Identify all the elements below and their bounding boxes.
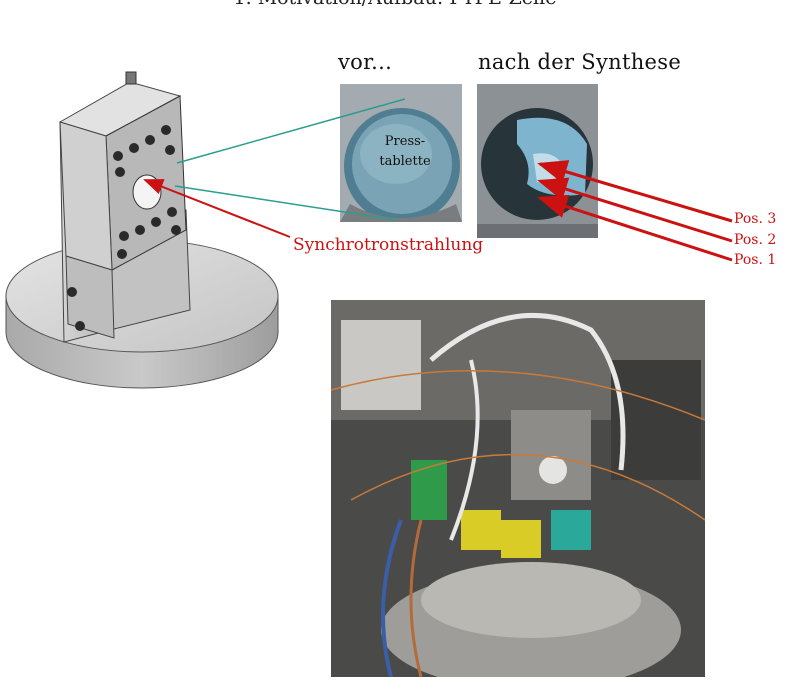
ptfe-cell-drawing	[5, 71, 279, 389]
position-label-1: Pos. 1	[734, 252, 777, 268]
position-label-3: Pos. 3	[734, 211, 777, 227]
page-title: 1. Motivation/Aufbau: PTFE-Zelle	[0, 0, 790, 9]
beam-label: Synchrotronstrahlung	[293, 235, 484, 255]
tablet-label: Press- tablette	[372, 132, 438, 172]
tablet-label-line2: tablette	[379, 154, 431, 169]
setup-photo	[331, 300, 705, 677]
tablet-after-photo	[477, 84, 598, 238]
before-caption: vor...	[338, 50, 393, 74]
after-caption: nach der Synthese	[478, 50, 682, 74]
position-label-2: Pos. 2	[734, 232, 777, 248]
tablet-label-line1: Press-	[384, 134, 426, 149]
